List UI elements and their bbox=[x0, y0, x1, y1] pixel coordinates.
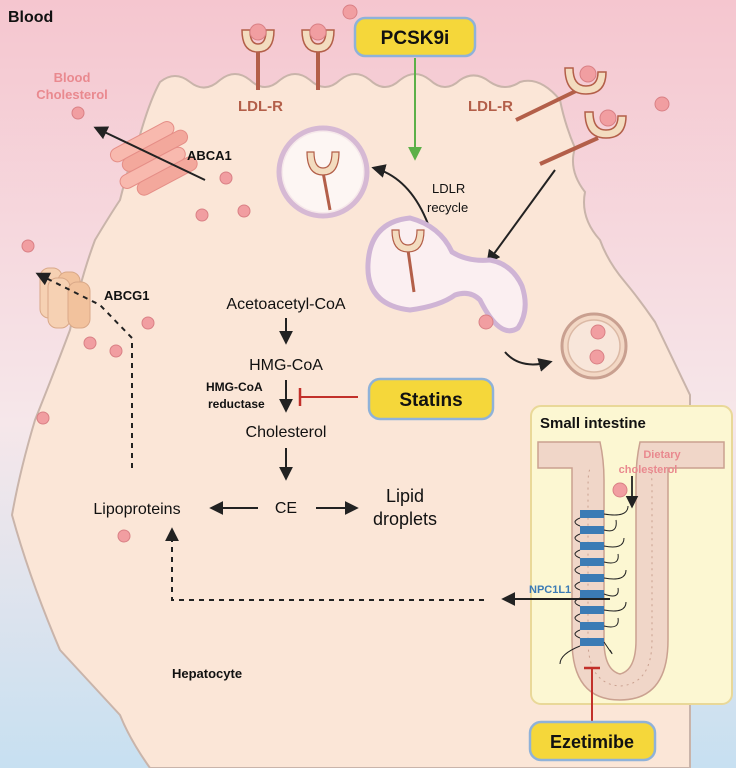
small-intestine-label: Small intestine bbox=[540, 415, 646, 432]
ldlr-recycle-label: LDLR bbox=[432, 181, 465, 196]
ce-label: CE bbox=[275, 500, 297, 517]
pcsk9i-box bbox=[353, 16, 477, 58]
sorting-endosome bbox=[365, 215, 528, 334]
ldl-receptor-left-2 bbox=[301, 23, 335, 90]
dietary-cholesterol-label: Dietary bbox=[643, 449, 681, 461]
dietary-cholesterol-particle bbox=[612, 482, 628, 498]
hepatocyte-label: Hepatocyte bbox=[172, 666, 242, 681]
lipid-droplets-label-2: droplets bbox=[373, 509, 437, 529]
ldlr-recycle-arrow bbox=[371, 164, 429, 225]
abca1-transporter bbox=[109, 121, 198, 196]
ezetimibe-label: Ezetimibe bbox=[550, 732, 634, 752]
ldlr-recycle-label-2: recycle bbox=[427, 200, 468, 215]
hmg-coa-label: HMG-CoA bbox=[249, 357, 323, 374]
acetoacetyl-coa-label: Acetoacetyl-CoA bbox=[226, 296, 345, 313]
ldl-receptor-right-2 bbox=[539, 109, 627, 166]
npc1l1-label: NPC1L1 bbox=[529, 584, 571, 596]
abcg1-efflux-dashed-path bbox=[35, 272, 133, 468]
intestine-to-lipoproteins-dashed-path bbox=[165, 527, 484, 601]
ldl-receptor-left-1 bbox=[241, 23, 275, 90]
hepatocyte-cell bbox=[10, 73, 691, 768]
blood-cholesterol-label-2: Cholesterol bbox=[36, 87, 108, 102]
pcsk9i-label: PCSK9i bbox=[381, 28, 450, 49]
internalization-arrow bbox=[486, 169, 556, 265]
abca1-label: ABCA1 bbox=[187, 148, 232, 163]
ezetimibe-box bbox=[528, 720, 657, 762]
dietary-cholesterol-label-2: cholesterol bbox=[619, 464, 678, 476]
lysosome-arrow bbox=[504, 351, 553, 372]
blood-cholesterol-label: Blood bbox=[54, 70, 91, 85]
abcg1-transporter bbox=[39, 267, 91, 329]
abcg1-label: ABCG1 bbox=[104, 288, 150, 303]
abca1-efflux-arrow bbox=[93, 126, 206, 181]
lipid-droplets-label: Lipid bbox=[386, 486, 424, 506]
hmg-coa-reductase-label: HMG-CoA bbox=[206, 380, 263, 394]
lysosome bbox=[560, 312, 628, 380]
lipoproteins-label: Lipoproteins bbox=[93, 501, 180, 518]
statins-label: Statins bbox=[399, 390, 462, 411]
ldlr-left-label: LDL-R bbox=[238, 98, 283, 115]
endosome-top bbox=[276, 125, 370, 219]
ldlr-right-label: LDL-R bbox=[468, 98, 513, 115]
hmg-coa-reductase-label-2: reductase bbox=[208, 397, 265, 411]
npc1l1-transporter bbox=[559, 505, 629, 665]
blood-label: Blood bbox=[8, 9, 53, 26]
ldl-receptor-right-1 bbox=[515, 65, 607, 122]
statins-box bbox=[367, 377, 495, 421]
cholesterol-label: Cholesterol bbox=[246, 424, 327, 441]
